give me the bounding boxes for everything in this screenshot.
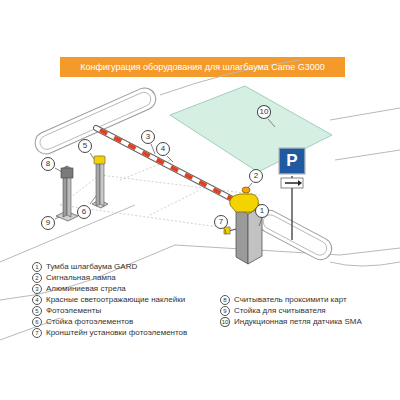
list-item-text: Алюминиевая стрела [46, 284, 126, 294]
callout-number: 3 [141, 130, 155, 144]
list-number: 1 [32, 262, 42, 272]
photocell-post [92, 156, 108, 208]
parking-sign [279, 148, 305, 240]
callout-number: 7 [214, 215, 228, 229]
list-item-text: Сигнальная лампа [46, 273, 116, 283]
leader-lines [55, 119, 275, 234]
list-item-text: Тумба шлагбаума GARD [46, 262, 137, 272]
list-number: 4 [32, 295, 42, 305]
left-island [32, 84, 160, 157]
barrier-cabinet [224, 187, 262, 264]
callout-number: 9 [41, 216, 55, 230]
list-number: 6 [32, 317, 42, 327]
callout-number: 5 [78, 139, 92, 153]
signal-lamp [242, 187, 250, 193]
list-item-text: Кронштейн установки фотоэлементов [46, 328, 187, 338]
list-item-text: Фотоэлементы [46, 306, 101, 316]
list-number: 5 [32, 306, 42, 316]
callout-number: 2 [249, 169, 263, 183]
title-text: Конфигурация оборудования для шлагбаума … [80, 62, 325, 73]
callout-number: 1 [255, 204, 269, 218]
aluminium-boom [96, 128, 240, 203]
list-number: 3 [32, 284, 42, 294]
list-number: 10 [220, 317, 231, 327]
callout-number: 6 [77, 205, 91, 219]
list-number: 8 [220, 295, 230, 305]
list-item-text: Стойка фотоэлементов [46, 317, 133, 327]
list-item-text: Красные светоотражающие наклейки [46, 295, 185, 305]
photocell-bracket [224, 227, 230, 234]
card-reader-post [56, 166, 78, 221]
list-number: 2 [32, 273, 42, 283]
list-number: 9 [220, 306, 230, 316]
list-item-text: Считыватель проксимити карт [234, 295, 347, 305]
list-item-text: Индукционная петля датчика SMA [234, 317, 362, 327]
list-number: 7 [32, 328, 42, 338]
parking-letter: P [286, 152, 297, 170]
list-item-text: Стойка для считывателя [234, 306, 326, 316]
callout-number: 8 [41, 157, 55, 171]
callout-number: 4 [156, 142, 170, 156]
induction-loop [170, 86, 332, 172]
